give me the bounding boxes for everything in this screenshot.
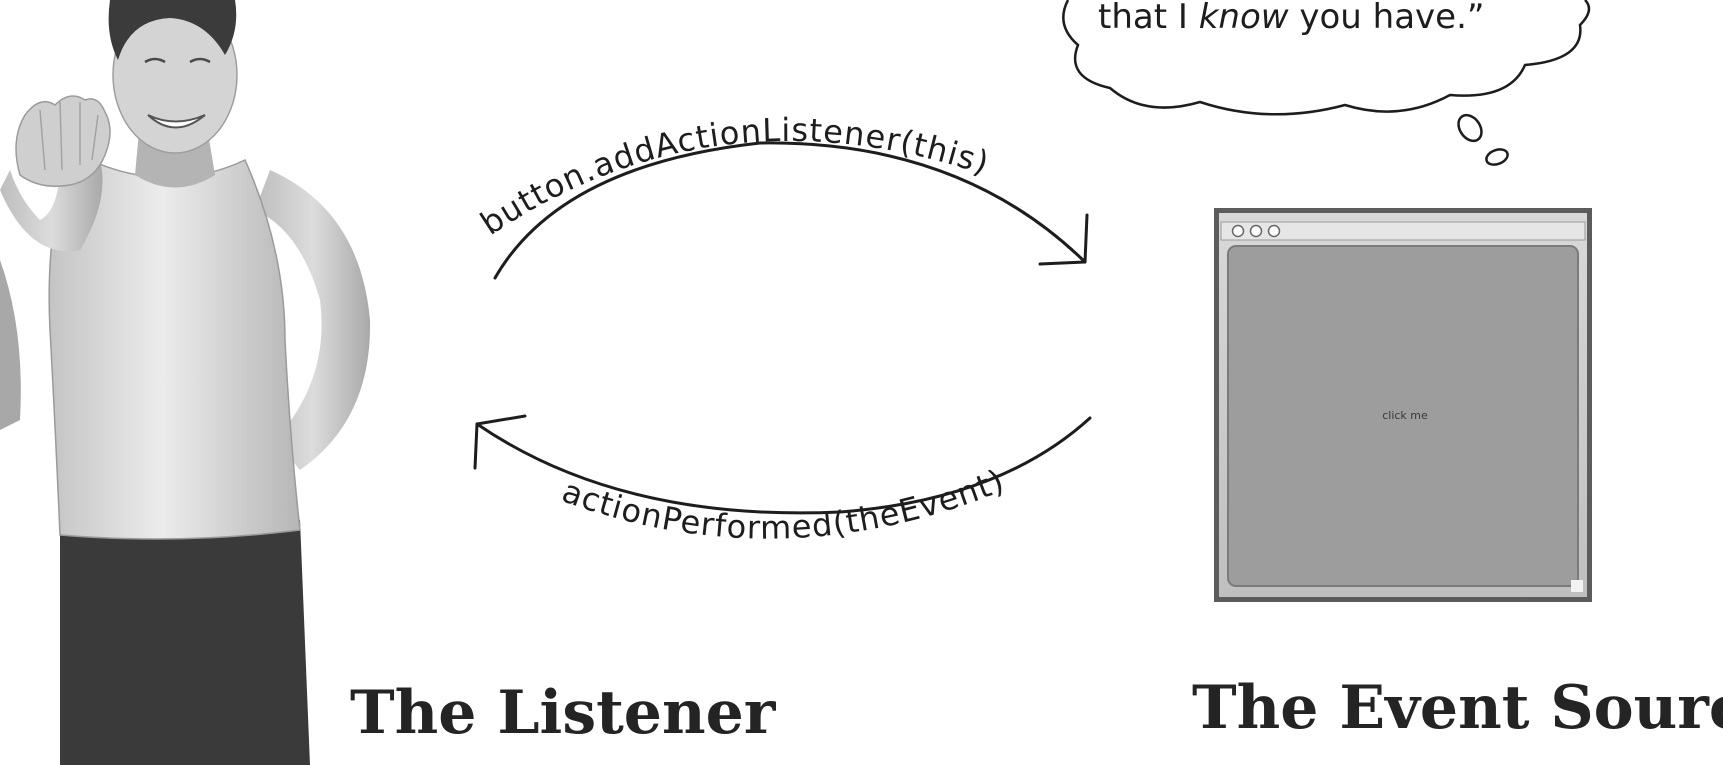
caption-listener: The Listener xyxy=(350,678,777,748)
callback-arrowhead xyxy=(473,414,527,470)
callback-call-text: actionPerformed(theEvent) xyxy=(557,461,1009,546)
register-call-text: button.addActionListener(this) xyxy=(474,111,994,243)
window-minimize-icon[interactable] xyxy=(1249,224,1263,238)
click-me-button-label: click me xyxy=(1382,409,1428,422)
register-arrow-curve xyxy=(493,141,1087,280)
thought-text-emphasis: know xyxy=(1199,0,1289,37)
caption-event-source: The Event Source xyxy=(1192,673,1723,743)
thought-text: that I know you have.” xyxy=(1098,0,1485,37)
register-arrowhead xyxy=(1038,213,1089,266)
thought-dot-large xyxy=(1457,113,1483,143)
register-call-label: button.addActionListener(this) xyxy=(474,111,995,243)
thought-text-before: that I xyxy=(1098,0,1199,37)
callback-arrow-curve xyxy=(475,416,1092,515)
listener-back-arm xyxy=(255,170,371,470)
window-title-bar xyxy=(1220,221,1586,241)
callback-call-label: actionPerformed(theEvent) xyxy=(557,461,1010,546)
listener-head xyxy=(112,0,238,154)
callback-arrow: actionPerformed(theEvent) xyxy=(473,414,1092,547)
thought-text-after: you have.” xyxy=(1289,0,1485,37)
register-arrow: button.addActionListener(this) xyxy=(474,111,1089,280)
listener-skirt xyxy=(60,520,310,765)
listener-figure xyxy=(0,0,371,765)
listener-hand xyxy=(15,95,111,187)
window-close-icon[interactable] xyxy=(1231,224,1245,238)
window-zoom-icon[interactable] xyxy=(1267,224,1281,238)
thought-bubble: that I know you have.” xyxy=(1062,0,1591,166)
thought-dot-small xyxy=(1485,148,1509,166)
listener-lower-arm xyxy=(0,260,21,430)
listener-top xyxy=(48,148,301,540)
window-resize-handle[interactable] xyxy=(1571,580,1583,592)
thought-cloud xyxy=(1062,0,1591,116)
event-source-window: click me xyxy=(1214,208,1592,602)
listener-hair xyxy=(108,0,237,60)
click-me-button[interactable] xyxy=(1227,245,1579,587)
